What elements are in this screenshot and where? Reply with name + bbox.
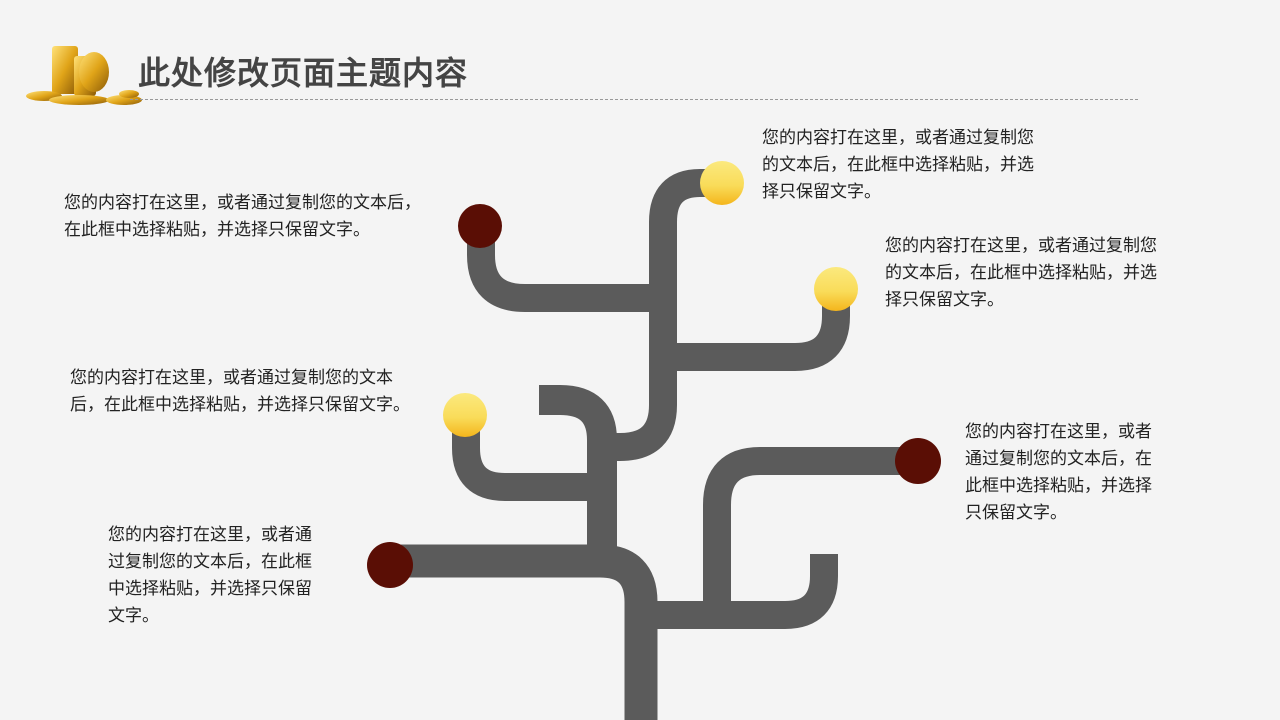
- text-line: 文字。: [108, 606, 159, 626]
- branch-right-middle: [663, 289, 850, 371]
- text-line: 您的内容打在这里，或者通过复制您的文本: [70, 368, 393, 388]
- dark-node: [895, 438, 941, 484]
- dark-node: [367, 542, 413, 588]
- text-line: 中选择粘贴，并选择只保留: [108, 579, 312, 599]
- text-line: 的文本后，在此框中选择粘贴，并选: [762, 155, 1034, 175]
- node-text-left-lower: 您的内容打在这里，或者通 过复制您的文本后，在此框 中选择粘贴，并选择只保留 文…: [108, 522, 312, 630]
- text-line: 此框中选择粘贴，并选择: [965, 476, 1152, 496]
- branch-upper-left: [467, 226, 663, 312]
- text-line: 通过复制您的文本后，在: [965, 449, 1152, 469]
- text-line: 您的内容打在这里，或者通过复制您的文本后，: [64, 193, 421, 213]
- title-divider: [130, 99, 1138, 100]
- branch-left-middle: [452, 415, 602, 501]
- dark-node: [458, 204, 502, 248]
- text-line: 的文本后，在此框中选择粘贴，并选: [885, 263, 1157, 283]
- text-line: 您的内容打在这里，或者通: [108, 525, 312, 545]
- branch-right-lower: [703, 447, 918, 615]
- yellow-node: [443, 393, 487, 437]
- yellow-node: [700, 161, 744, 205]
- text-line: 您的内容打在这里，或者通过复制您: [885, 236, 1157, 256]
- gold-coins-logo: [26, 46, 142, 105]
- node-text-right-upper: 您的内容打在这里，或者通过复制您 的文本后，在此框中选择粘贴，并选 择只保留文字…: [885, 233, 1157, 314]
- branch-bottom-right-stub: [641, 554, 838, 629]
- text-line: 过复制您的文本后，在此框: [108, 552, 312, 572]
- text-line: 您的内容打在这里，或者通过复制您: [762, 128, 1034, 148]
- yellow-node: [814, 267, 858, 311]
- text-line: 您的内容打在这里，或者: [965, 422, 1152, 442]
- node-text-right-lower: 您的内容打在这里，或者 通过复制您的文本后，在 此框中选择粘贴，并选择 只保留文…: [965, 419, 1152, 527]
- node-text-top-right: 您的内容打在这里，或者通过复制您 的文本后，在此框中选择粘贴，并选 择只保留文字…: [762, 125, 1034, 206]
- text-line: 择只保留文字。: [885, 290, 1004, 310]
- node-text-left-upper: 您的内容打在这里，或者通过复制您的文本后， 在此框中选择粘贴，并选择只保留文字。: [64, 190, 421, 244]
- node-text-left-middle: 您的内容打在这里，或者通过复制您的文本 后，在此框中选择粘贴，并选择只保留文字。: [70, 365, 410, 419]
- text-line: 在此框中选择粘贴，并选择只保留文字。: [64, 220, 370, 240]
- text-line: 只保留文字。: [965, 503, 1067, 523]
- branch-upper-stem: [602, 169, 722, 461]
- text-line: 择只保留文字。: [762, 182, 881, 202]
- text-line: 后，在此框中选择粘贴，并选择只保留文字。: [70, 395, 410, 415]
- page-title: 此处修改页面主题内容: [138, 54, 469, 92]
- trunk-branch: [390, 544, 658, 720]
- branch-middle-stem: [539, 385, 617, 561]
